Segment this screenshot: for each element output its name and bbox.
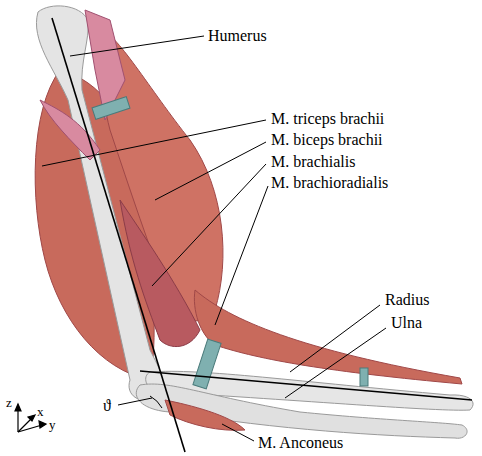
muscle-label: M. brachioradialis [270,174,389,192]
ulna-bone [136,384,467,438]
muscle-label: M. biceps brachii [270,131,384,149]
marker-band [193,339,221,389]
axis-label: x [36,405,45,419]
muscle-label: M. brachialis [270,153,356,171]
leader-lines [42,36,386,441]
marker-band [92,97,130,120]
triceps-tendon [40,100,100,160]
upper-arm-axis [52,18,185,452]
bone-label: Ulna [390,314,423,332]
coordinate-axes [15,404,46,432]
brachioradialis-muscle [194,290,462,384]
marker-band [360,368,368,386]
bone-label: Humerus [207,27,268,45]
muscle-label: M. Anconeus [257,434,344,452]
angle-symbol: ϑ [102,397,112,415]
forearm-axis [140,371,472,400]
axis-label: y [48,418,57,432]
muscle-label: M. triceps brachii [270,110,385,128]
brachialis-muscle [120,200,200,347]
bone-label: Radius [384,291,430,309]
axis-label: z [5,396,13,410]
